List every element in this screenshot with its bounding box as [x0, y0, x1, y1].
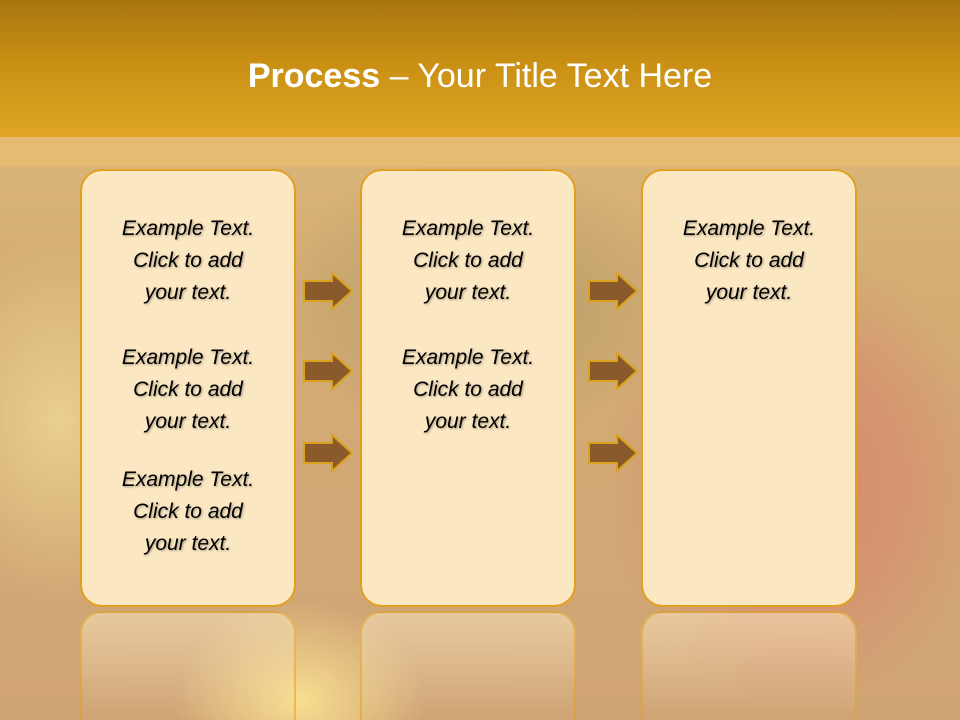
box-reflection [360, 611, 576, 720]
text-line: Example Text. [121, 346, 255, 369]
text-line: your text. [144, 281, 232, 304]
text-placeholder[interactable]: Example Text. Click to add your text. [362, 213, 574, 309]
process-box-2[interactable]: Example Text. Click to add your text. Ex… [360, 169, 576, 607]
text-line: Click to add [694, 249, 804, 272]
title-bar: Process – Your Title Text Here [0, 0, 960, 137]
text-placeholder[interactable]: Example Text. Click to add your text. [643, 213, 855, 309]
arrow-right-icon [303, 271, 354, 311]
text-placeholder[interactable]: Example Text. Click to add your text. [82, 342, 294, 438]
text-placeholder[interactable]: Example Text. Click to add your text. [362, 342, 574, 438]
arrow-right-icon [303, 433, 354, 473]
text-line: your text. [144, 532, 232, 555]
box-reflection [641, 611, 857, 720]
process-box-3[interactable]: Example Text. Click to add your text. [641, 169, 857, 607]
text-line: Example Text. [121, 217, 255, 240]
text-line: Click to add [413, 378, 523, 401]
arrow-right-icon [303, 351, 354, 391]
text-line: Example Text. [682, 217, 816, 240]
text-placeholder[interactable]: Example Text. Click to add your text. [82, 213, 294, 309]
box-reflection [80, 611, 296, 720]
text-placeholder[interactable]: Example Text. Click to add your text. [82, 464, 294, 560]
slide-title[interactable]: Process – Your Title Text Here [0, 52, 960, 100]
text-line: your text. [144, 410, 232, 433]
header-band [0, 137, 960, 167]
arrow-right-icon [588, 271, 639, 311]
text-line: Example Text. [401, 346, 535, 369]
text-line: your text. [705, 281, 793, 304]
text-line: Click to add [413, 249, 523, 272]
text-line: your text. [424, 281, 512, 304]
arrow-right-icon [588, 433, 639, 473]
arrow-right-icon [588, 351, 639, 391]
text-line: Example Text. [401, 217, 535, 240]
text-line: your text. [424, 410, 512, 433]
title-bold: Process [247, 57, 381, 95]
title-rest: – Your Title Text Here [380, 57, 713, 95]
text-line: Click to add [133, 500, 243, 523]
text-line: Click to add [133, 249, 243, 272]
process-box-1[interactable]: Example Text. Click to add your text. Ex… [80, 169, 296, 607]
text-line: Click to add [133, 378, 243, 401]
text-line: Example Text. [121, 468, 255, 491]
